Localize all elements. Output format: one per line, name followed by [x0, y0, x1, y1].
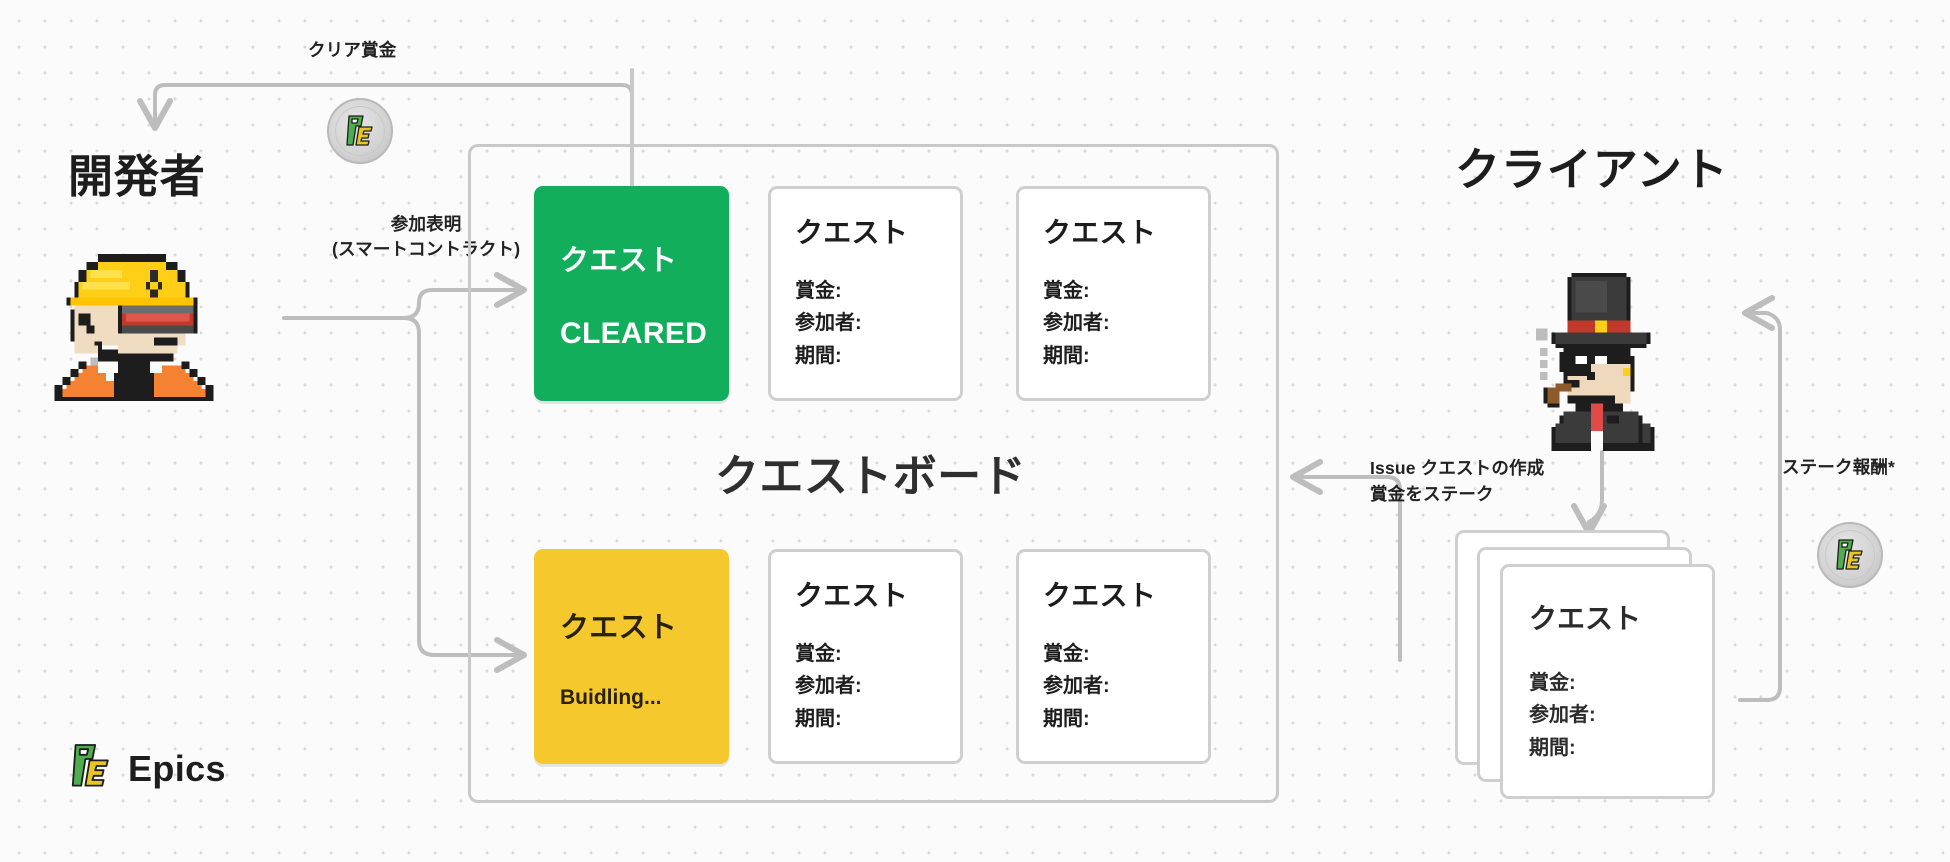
stack-card-front[interactable]: クエスト 賞金: 参加者: 期間: — [1500, 564, 1715, 799]
quest-field-participants: 参加者: — [795, 312, 862, 335]
quest-field-reward: 賞金: — [795, 280, 842, 302]
quest-field-period: 期間: — [1043, 344, 1090, 367]
client-tophat-pixel-icon — [1520, 272, 1686, 457]
quest-card-fields: 賞金: 参加者: 期間: — [1043, 275, 1208, 372]
quest-card-heading: クエスト — [1043, 580, 1157, 611]
quest-field-participants: 参加者: — [795, 675, 862, 698]
caption-join-line1: 参加表明 — [390, 214, 462, 234]
quest-field-period: 期間: — [795, 707, 842, 730]
quest-card-empty[interactable]: クエスト 賞金: 参加者: 期間: — [768, 549, 963, 764]
quest-card-heading: クエスト — [1529, 603, 1642, 634]
brand-lockup: Epics — [70, 742, 226, 795]
quest-field-period: 期間: — [795, 344, 842, 367]
quest-field-reward: 賞金: — [795, 643, 842, 665]
developer-title: 開発者 — [68, 151, 206, 202]
caption-create-quest: Issue クエストの作成 賞金をステーク — [1370, 455, 1544, 508]
quest-card-fields: 賞金: 参加者: 期間: — [795, 275, 960, 372]
quest-card-empty[interactable]: クエスト 賞金: 参加者: 期間: — [1016, 186, 1211, 401]
quest-card-heading: クエスト — [560, 244, 678, 277]
caption-issue-line1: Issue クエストの作成 — [1370, 458, 1545, 478]
quest-card-building[interactable]: クエスト Buidling... — [534, 549, 729, 764]
quest-field-participants: 参加者: — [1529, 704, 1596, 727]
quest-board-title: クエストボード — [714, 452, 1027, 501]
caption-join-line2: (スマートコントラクト) — [332, 239, 521, 260]
quest-board-container — [468, 144, 1279, 803]
caption-join-declaration: 参加表明 (スマートコントラクト) — [332, 212, 520, 263]
quest-card-fields: 賞金: 参加者: 期間: — [1529, 667, 1712, 764]
brand-name: Epics — [128, 747, 226, 789]
quest-field-reward: 賞金: — [1043, 643, 1090, 665]
epics-token-coin-icon — [1817, 522, 1883, 588]
quest-card-heading: クエスト — [795, 217, 909, 248]
quest-card-status: CLEARED — [560, 316, 708, 350]
epics-logo-icon — [70, 742, 112, 795]
caption-clear-reward: クリア賞金 — [308, 40, 397, 60]
client-quest-stack[interactable]: クエスト 賞金: 参加者: 期間: — [1455, 530, 1715, 800]
quest-card-heading: クエスト — [560, 611, 678, 644]
quest-card-heading: クエスト — [795, 580, 909, 611]
quest-card-status: Buidling... — [560, 685, 662, 709]
quest-card-empty[interactable]: クエスト 賞金: 参加者: 期間: — [768, 186, 963, 401]
quest-card-heading: クエスト — [1043, 217, 1157, 248]
developer-hardhat-pixel-icon — [42, 250, 226, 410]
quest-field-participants: 参加者: — [1043, 312, 1110, 335]
quest-field-reward: 賞金: — [1529, 672, 1576, 694]
quest-field-period: 期間: — [1529, 736, 1576, 759]
quest-card-fields: 賞金: 参加者: 期間: — [1043, 638, 1208, 735]
quest-field-reward: 賞金: — [1043, 280, 1090, 302]
epics-token-coin-icon — [327, 98, 393, 164]
client-title: クライアント — [1455, 144, 1729, 195]
caption-stake-reward: ステーク報酬* — [1782, 457, 1896, 477]
quest-card-cleared[interactable]: クエスト CLEARED — [534, 186, 729, 401]
quest-field-period: 期間: — [1043, 707, 1090, 730]
quest-field-participants: 参加者: — [1043, 675, 1110, 698]
quest-card-fields: 賞金: 参加者: 期間: — [795, 638, 960, 735]
caption-issue-line2: 賞金をステーク — [1370, 484, 1494, 505]
quest-card-empty[interactable]: クエスト 賞金: 参加者: 期間: — [1016, 549, 1211, 764]
